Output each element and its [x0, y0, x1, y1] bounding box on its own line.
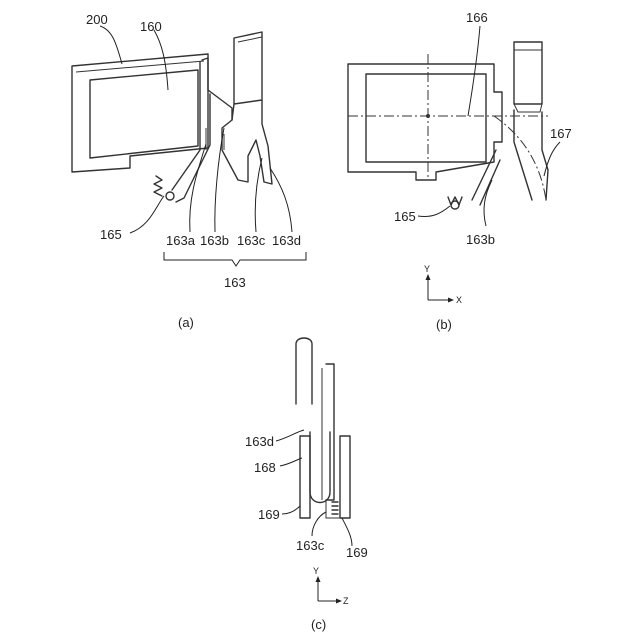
label-163d-c: 163d	[245, 434, 274, 449]
axis-z-label-c: Z	[343, 596, 349, 606]
label-169-left: 169	[258, 507, 280, 522]
axis-x-label-b: X	[456, 295, 462, 305]
caption-a: (a)	[178, 315, 194, 330]
axis-xy: Y X	[424, 264, 462, 305]
caption-b: (b)	[436, 317, 452, 332]
label-163a: 163a	[166, 233, 196, 248]
arm-side-view	[296, 338, 350, 518]
spring-165-b	[448, 197, 462, 209]
label-168: 168	[254, 460, 276, 475]
label-200: 200	[86, 12, 108, 27]
label-163b-b: 163b	[466, 232, 495, 247]
axis-yz: Y Z	[313, 566, 349, 606]
label-163c: 163c	[237, 233, 266, 248]
label-165: 165	[100, 227, 122, 242]
arm-outline	[472, 42, 548, 205]
axis-y-label-c: Y	[313, 566, 319, 576]
display-200	[72, 54, 208, 172]
label-160: 160	[140, 19, 162, 34]
figure-c: 163d 168 169 163c 169 Y Z (c)	[245, 338, 368, 632]
label-163b: 163b	[200, 233, 229, 248]
label-165-b: 165	[394, 209, 416, 224]
label-167: 167	[550, 126, 572, 141]
rotation-center	[426, 114, 430, 118]
label-163d: 163d	[272, 233, 301, 248]
figure-b: 166 167 165 163b Y X (b)	[348, 10, 572, 332]
label-163c-c: 163c	[296, 538, 325, 553]
figure-a: 200 160 165 163a 163b 163c 163d 163 (a)	[72, 12, 306, 330]
arm-163	[206, 32, 272, 184]
axis-y-label-b: Y	[424, 264, 430, 274]
caption-c: (c)	[311, 617, 326, 632]
bracket	[172, 58, 232, 202]
label-166: 166	[466, 10, 488, 25]
display-outline	[348, 64, 502, 180]
label-163: 163	[224, 275, 246, 290]
label-169-right: 169	[346, 545, 368, 560]
